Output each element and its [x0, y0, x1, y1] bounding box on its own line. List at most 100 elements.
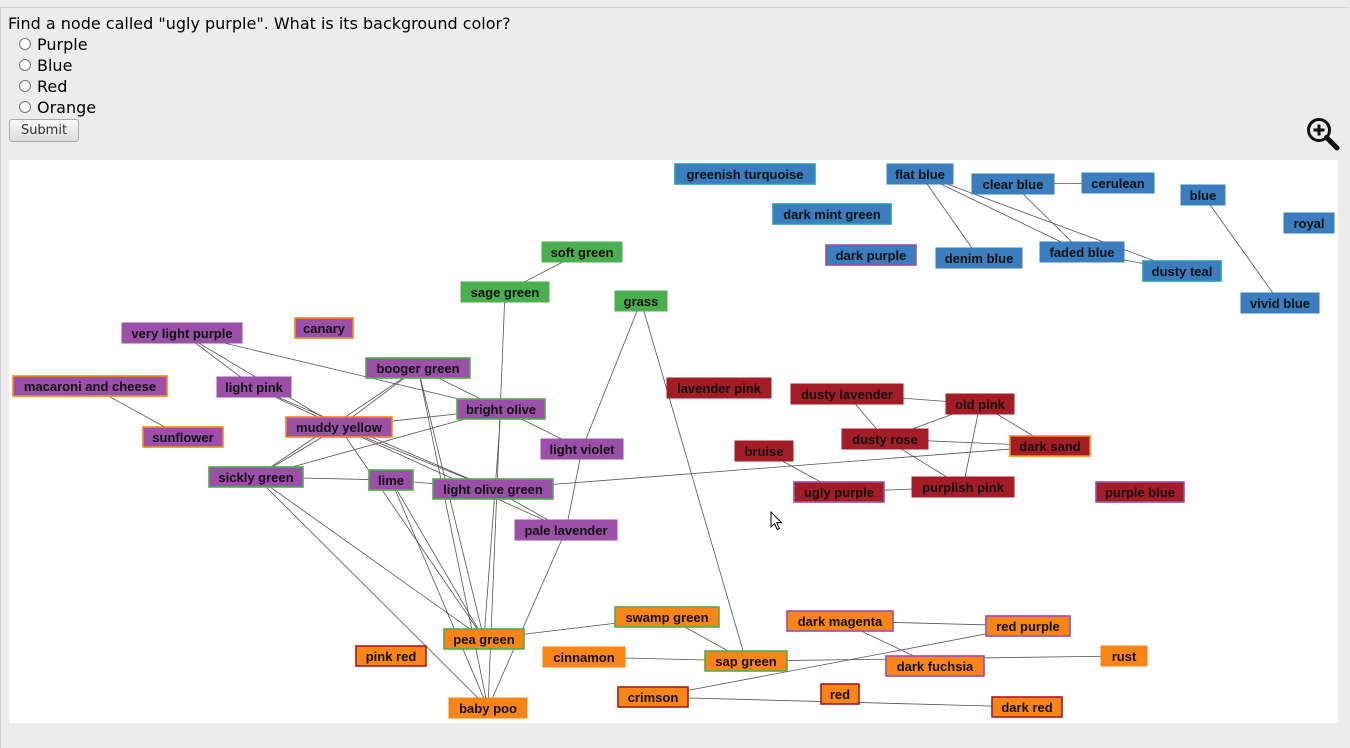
node-very-light-purple[interactable]: very light purple — [121, 322, 243, 344]
node-label: cerulean — [1091, 176, 1145, 191]
node-cinnamon[interactable]: cinnamon — [542, 646, 626, 668]
node-box — [12, 375, 168, 397]
node-dark-red[interactable]: dark red — [991, 696, 1063, 718]
option-label: Purple — [37, 34, 88, 54]
node-label: blue — [1190, 188, 1217, 203]
node-label: purple blue — [1105, 485, 1175, 500]
node-dusty-rose[interactable]: dusty rose — [841, 428, 929, 450]
node-box — [208, 466, 304, 488]
node-label: red — [830, 687, 850, 702]
zoom-in-icon[interactable] — [1305, 116, 1341, 156]
edge-red_purple-crimson — [652, 625, 1029, 698]
node-box — [121, 322, 243, 344]
node-denim-blue[interactable]: denim blue — [935, 247, 1023, 269]
node-box — [825, 244, 917, 266]
node-blue[interactable]: blue — [1180, 184, 1226, 206]
node-faded-blue[interactable]: faded blue — [1039, 241, 1125, 263]
edge-old_pink-purplish_pink — [962, 403, 981, 488]
node-label: greenish turquoise — [686, 167, 803, 182]
node-swamp-green[interactable]: swamp green — [614, 606, 720, 628]
node-baby-poo[interactable]: baby poo — [448, 697, 528, 719]
edge-sickly_green-baby_poo — [255, 476, 489, 709]
node-lavender-pink[interactable]: lavender pink — [666, 377, 772, 399]
option-label: Red — [37, 76, 68, 96]
node-dark-sand[interactable]: dark sand — [1009, 435, 1091, 457]
radio-red[interactable] — [19, 80, 31, 92]
node-dark-purple[interactable]: dark purple — [825, 244, 917, 266]
node-sage-green[interactable]: sage green — [460, 281, 550, 303]
node-dusty-teal[interactable]: dusty teal — [1142, 260, 1222, 282]
node-sickly-green[interactable]: sickly green — [208, 466, 304, 488]
node-flat-blue[interactable]: flat blue — [886, 163, 954, 185]
node-box — [820, 683, 860, 705]
option-blue[interactable]: Blue — [18, 55, 72, 75]
node-lime[interactable]: lime — [368, 469, 414, 491]
node-booger-green[interactable]: booger green — [365, 357, 471, 379]
graph-canvas[interactable]: greenish turquoise flat blue clear blue cer… — [9, 160, 1338, 723]
node-box — [991, 696, 1063, 718]
option-red[interactable]: Red — [18, 76, 67, 96]
node-grass[interactable]: grass — [614, 290, 668, 312]
node-label: light violet — [550, 442, 616, 457]
node-clear-blue[interactable]: clear blue — [971, 173, 1055, 195]
node-box — [885, 655, 985, 677]
node-royal[interactable]: royal — [1283, 212, 1335, 234]
node-dark-magenta[interactable]: dark magenta — [786, 610, 894, 632]
node-label: lavender pink — [677, 381, 762, 396]
node-label: sage green — [471, 285, 540, 300]
option-purple[interactable]: Purple — [18, 34, 88, 54]
edge-flat_blue-denim_blue — [919, 173, 980, 259]
node-label: dusty rose — [852, 432, 918, 447]
node-sunflower[interactable]: sunflower — [142, 426, 224, 448]
node-label: ugly purple — [804, 485, 874, 500]
radio-orange[interactable] — [19, 101, 31, 113]
node-crimson[interactable]: crimson — [617, 686, 689, 708]
node-old-pink[interactable]: old pink — [945, 393, 1015, 415]
node-label: pea green — [453, 632, 514, 647]
node-purplish-pink[interactable]: purplish pink — [911, 476, 1015, 498]
node-rust[interactable]: rust — [1100, 645, 1148, 667]
node-vivid-blue[interactable]: vivid blue — [1240, 292, 1320, 314]
radio-blue[interactable] — [19, 59, 31, 71]
node-box — [285, 416, 393, 438]
node-red[interactable]: red — [820, 683, 860, 705]
node-dark-mint-green[interactable]: dark mint green — [772, 203, 892, 225]
node-label: clear blue — [983, 177, 1044, 192]
node-label: lime — [378, 473, 404, 488]
node-label: sickly green — [218, 470, 293, 485]
node-light-violet[interactable]: light violet — [540, 438, 624, 460]
node-label: dark magenta — [798, 614, 883, 629]
node-red-purple[interactable]: red purple — [985, 615, 1071, 637]
node-pea-green[interactable]: pea green — [443, 628, 525, 650]
node-box — [793, 481, 885, 503]
option-orange[interactable]: Orange — [18, 97, 96, 117]
node-pink-red[interactable]: pink red — [355, 645, 427, 667]
node-label: crimson — [628, 690, 679, 705]
node-sap-green[interactable]: sap green — [704, 650, 788, 672]
node-cerulean[interactable]: cerulean — [1081, 172, 1155, 194]
node-purple-blue[interactable]: purple blue — [1095, 481, 1185, 503]
node-box — [617, 686, 689, 708]
radio-purple[interactable] — [19, 38, 31, 50]
node-canary[interactable]: canary — [294, 317, 354, 339]
node-macaroni-and-cheese[interactable]: macaroni and cheese — [12, 375, 168, 397]
node-muddy-yellow[interactable]: muddy yellow — [285, 416, 393, 438]
node-box — [542, 646, 626, 668]
submit-button[interactable]: Submit — [9, 119, 79, 142]
node-bruise[interactable]: bruise — [734, 440, 794, 462]
edge-booger_green-baby_poo — [417, 367, 489, 709]
node-ugly-purple[interactable]: ugly purple — [793, 481, 885, 503]
node-label: rust — [1112, 649, 1137, 664]
node-label: dark purple — [836, 248, 907, 263]
node-light-pink[interactable]: light pink — [216, 376, 292, 398]
node-label: very light purple — [131, 326, 232, 341]
node-bright-olive[interactable]: bright olive — [456, 398, 546, 420]
node-label: booger green — [376, 361, 459, 376]
node-soft-green[interactable]: soft green — [541, 241, 623, 263]
option-label: Orange — [37, 97, 97, 117]
node-dusty-lavender[interactable]: dusty lavender — [790, 383, 904, 405]
node-dark-fuchsia[interactable]: dark fuchsia — [885, 655, 985, 677]
node-light-olive-green[interactable]: light olive green — [432, 478, 554, 500]
node-greenish-turquoise[interactable]: greenish turquoise — [674, 163, 816, 185]
node-pale-lavender[interactable]: pale lavender — [514, 519, 618, 541]
